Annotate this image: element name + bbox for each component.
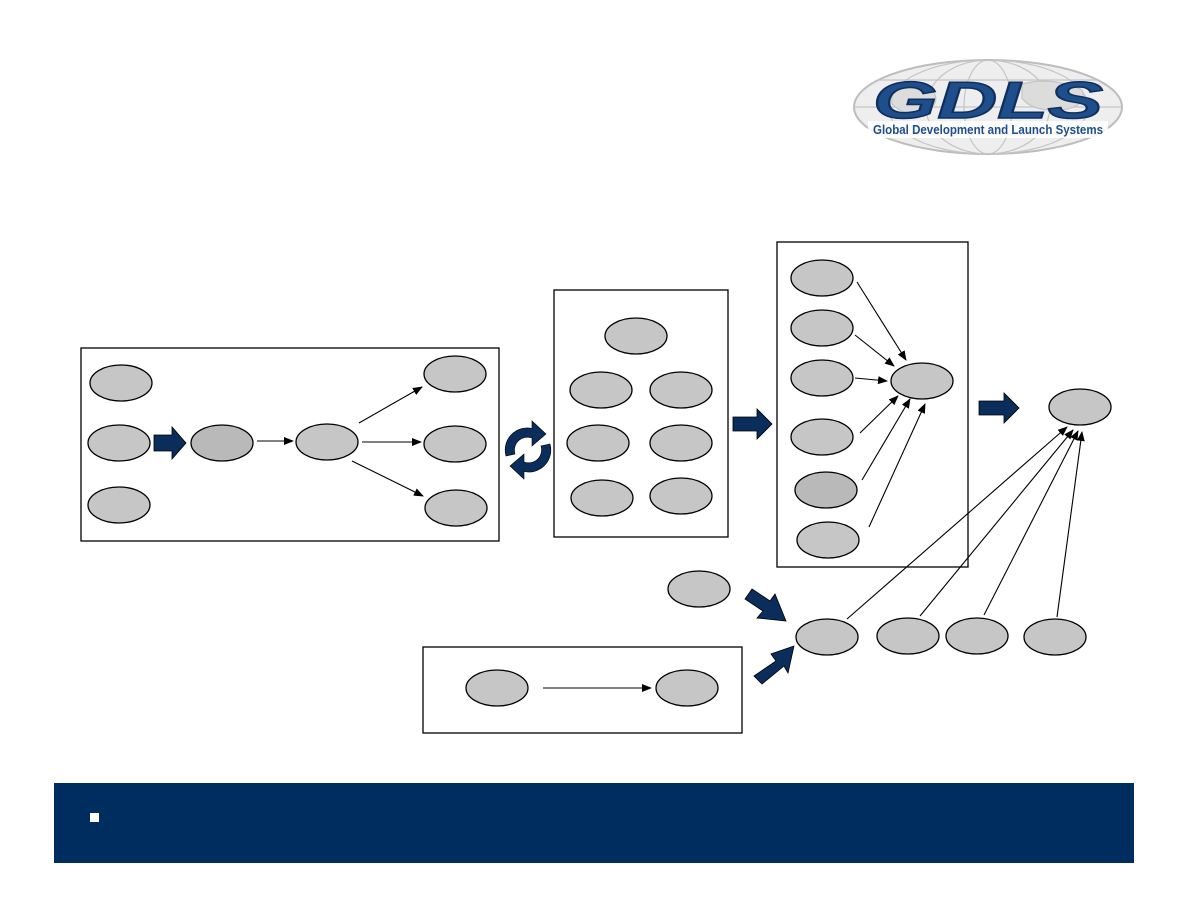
node <box>796 521 860 559</box>
connector-arrow <box>854 376 888 385</box>
bullet-icon <box>90 813 99 822</box>
node <box>794 471 858 509</box>
node <box>1048 388 1112 426</box>
connector-arrow <box>859 395 899 434</box>
logo-wordmark: GDLS <box>873 72 1103 130</box>
box-right-inputs <box>776 241 969 568</box>
block-arrow-icon <box>153 425 187 461</box>
connector-arrow <box>846 426 1068 620</box>
block-arrow-icon <box>978 392 1020 424</box>
node <box>790 359 854 397</box>
node <box>570 479 634 517</box>
node <box>945 617 1009 655</box>
node <box>87 424 151 462</box>
gdls-logo: GDLS Global Development and Launch Syste… <box>853 59 1123 155</box>
node <box>604 317 668 355</box>
connector-arrow <box>1056 431 1085 618</box>
node <box>790 259 854 297</box>
node <box>649 424 713 462</box>
node <box>649 477 713 515</box>
connector-arrow <box>351 460 424 497</box>
node <box>569 371 633 409</box>
node <box>423 425 487 463</box>
node <box>1023 618 1087 656</box>
node <box>795 618 859 656</box>
connector-arrow <box>358 386 423 424</box>
connector-arrow <box>868 403 926 528</box>
block-arrow-icon <box>744 588 787 622</box>
connector-arrow <box>919 429 1074 617</box>
footer-bar <box>54 783 1134 863</box>
connector-arrow <box>983 430 1079 616</box>
node <box>295 423 359 461</box>
refresh-cycle-icon <box>504 420 552 480</box>
node <box>790 418 854 456</box>
connector-arrow <box>854 334 895 367</box>
node <box>89 364 153 402</box>
connector-arrow <box>856 281 907 361</box>
node <box>655 669 719 707</box>
node <box>790 309 854 347</box>
block-arrow-icon <box>753 645 795 685</box>
node <box>465 669 529 707</box>
node <box>566 424 630 462</box>
node <box>667 570 731 608</box>
connector-arrow <box>861 398 911 481</box>
node <box>423 355 487 393</box>
logo-tagline: Global Development and Launch Systems <box>873 122 1103 137</box>
node <box>649 371 713 409</box>
node <box>424 489 488 527</box>
node <box>87 486 151 524</box>
node <box>876 617 940 655</box>
node <box>890 362 954 400</box>
node <box>190 424 254 462</box>
block-arrow-icon <box>732 408 773 440</box>
